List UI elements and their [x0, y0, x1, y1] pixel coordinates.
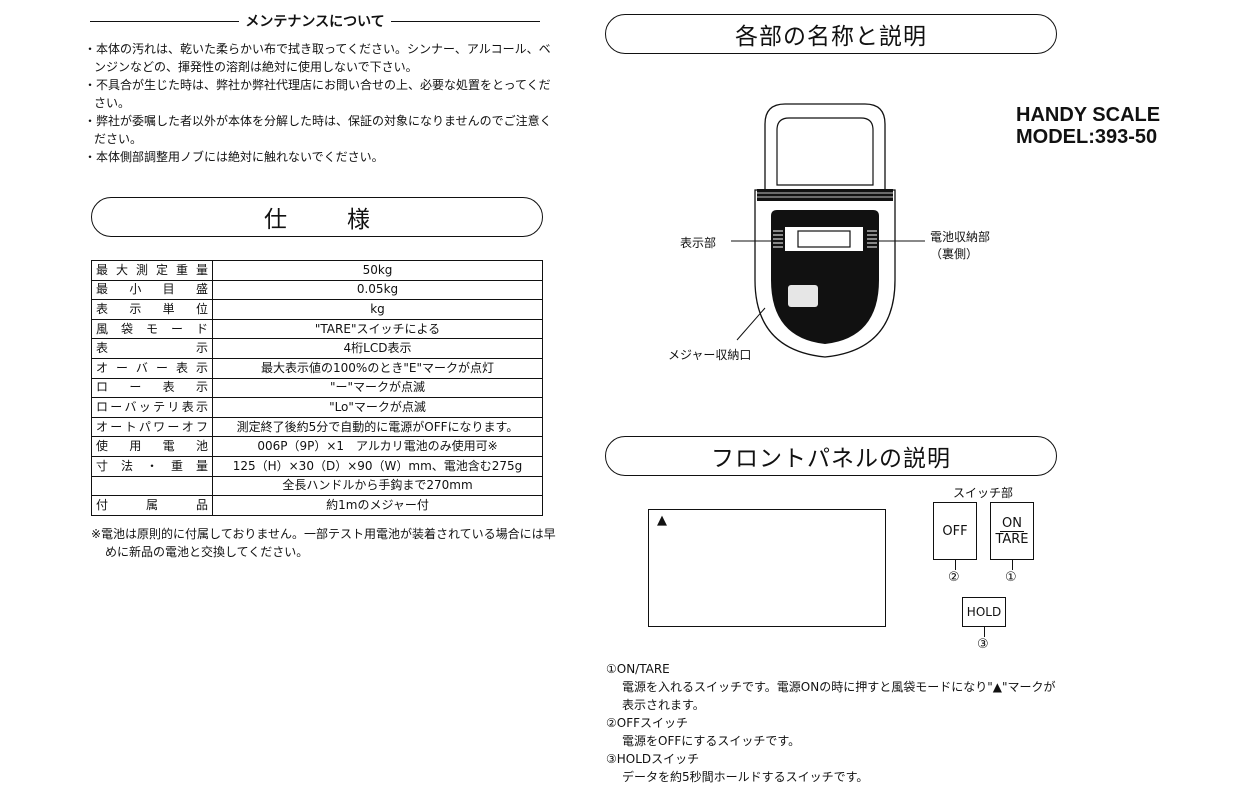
panel-descriptions: ①ON/TARE 電源を入れるスイッチです。電源ONの時に押すと風袋モードになり…: [606, 660, 1206, 786]
spec-key: 使用電池: [91, 436, 213, 457]
maintenance-item: ・本体側部調整用ノブには絶対に触れないでください。: [84, 150, 384, 164]
spec-value: 4桁LCD表示: [212, 338, 543, 359]
scale-diagram: [731, 103, 925, 358]
spec-value: kg: [212, 299, 543, 320]
desc-head-hold: ③HOLDスイッチ: [606, 752, 700, 766]
maintenance-item: ・不具合が生じた時は、弊社か弊社代理店にお問い合せの上、必要な処置をとってくださ…: [84, 78, 551, 110]
model-number: MODEL:393-50: [1016, 126, 1158, 148]
table-row: 風袋モード"TARE"スイッチによる: [91, 318, 543, 340]
spec-key: 付属品: [91, 495, 213, 516]
spec-key: 最小目盛: [91, 279, 213, 301]
maintenance-heading: メンテナンスについて: [90, 10, 540, 32]
spec-title: 仕様: [91, 197, 543, 237]
table-row: オートパワーオフ測定終了後約5分で自動的に電源がOFFになります。: [91, 416, 543, 438]
measure-label: メジャー収納口: [668, 348, 752, 362]
table-row: 付属品約1mのメジャー付: [91, 495, 543, 516]
tare-mark-icon: ▲: [657, 513, 667, 528]
hold-button[interactable]: HOLD: [962, 597, 1006, 627]
spec-value: 006P（9P）×1 アルカリ電池のみ使用可※: [212, 436, 543, 457]
battery-sub-label: （裏側）: [930, 247, 979, 261]
spec-key: ロー表示: [91, 377, 213, 399]
spec-value: 125（H）×30（D）×90（W）mm、電池含む275g: [212, 455, 543, 477]
spec-note: ※電池は原則的に付属しておりません。一部テスト用電池が装着されている場合には早め…: [91, 527, 556, 559]
scale-handle: [764, 103, 886, 190]
off-connector: [955, 560, 956, 570]
heading-rule-right: [390, 20, 540, 22]
on-label: ON: [1000, 515, 1024, 532]
maintenance-item: ・弊社が委嘱した者以外が本体を分解した時は、保証の対象になりませんのでご注意くだ…: [84, 114, 552, 146]
battery-label: 電池収納部: [930, 230, 991, 244]
on-connector: [1012, 560, 1013, 570]
spec-key: 表示単位: [91, 299, 213, 320]
spec-value: 全長ハンドルから手鈎まで270mm: [212, 475, 543, 497]
spec-key: 表示: [91, 338, 213, 359]
spec-key: オーバー表示: [91, 357, 213, 379]
spec-key: 最大測定重量: [91, 260, 213, 281]
model-name: HANDY SCALE: [1016, 104, 1161, 126]
spec-value: "ー"マークが点滅: [212, 377, 543, 399]
spec-value: 最大表示値の100%のとき"E"マークが点灯: [212, 357, 543, 379]
desc-head-on-tare: ①ON/TARE: [606, 662, 670, 676]
spec-value: 50kg: [212, 260, 543, 281]
table-row: 全長ハンドルから手鈎まで270mm: [91, 475, 543, 497]
lcd-display: ▲: [648, 509, 886, 627]
spec-key: [91, 475, 213, 497]
off-label: OFF: [942, 523, 968, 539]
spec-key: 寸法・重量: [91, 455, 213, 477]
spec-value: 測定終了後約5分で自動的に電源がOFFになります。: [212, 416, 543, 438]
off-button[interactable]: OFF: [933, 502, 977, 560]
table-row: オーバー表示最大表示値の100%のとき"E"マークが点灯: [91, 357, 543, 379]
maintenance-title: メンテナンスについて: [245, 14, 385, 30]
table-row: ローバッテリ表示"Lo"マークが点滅: [91, 397, 543, 418]
spec-key: ローバッテリ表示: [91, 397, 213, 418]
desc-body-hold: データを約5秒間ホールドするスイッチです。: [622, 770, 869, 784]
front-button: [788, 285, 818, 307]
handle-grip-hole: [776, 117, 874, 186]
switch-header: スイッチ部: [953, 486, 1014, 500]
spec-value: 約1mのメジャー付: [212, 495, 543, 516]
spec-value: 0.05kg: [212, 279, 543, 301]
tare-label: TARE: [995, 531, 1029, 547]
heading-rule-left: [90, 20, 240, 22]
on-tare-button[interactable]: ON TARE: [990, 502, 1034, 560]
spec-value: "TARE"スイッチによる: [212, 318, 543, 340]
desc-body-on-tare: 電源を入れるスイッチです。電源ONの時に押すと風袋モードになり"▲"マークが表示…: [622, 680, 1056, 712]
maintenance-item: ・本体の汚れは、乾いた柔らかい布で拭き取ってください。シンナー、アルコール、ベン…: [84, 42, 551, 74]
side-ribs: [773, 230, 877, 248]
on-number: ①: [1005, 570, 1017, 585]
model-block: HANDY SCALE MODEL:393-50: [1016, 104, 1160, 148]
panel-title: フロントパネルの説明: [605, 436, 1057, 476]
hold-number: ③: [977, 637, 989, 652]
spec-key: 風袋モード: [91, 318, 213, 340]
scale-band: [757, 189, 893, 201]
hold-connector: [984, 627, 985, 637]
parts-title: 各部の名称と説明: [605, 14, 1057, 54]
hold-label: HOLD: [966, 605, 1002, 619]
spec-key: オートパワーオフ: [91, 416, 213, 438]
desc-head-off: ②OFFスイッチ: [606, 716, 689, 730]
spec-value: "Lo"マークが点滅: [212, 397, 543, 418]
maintenance-list: ・本体の汚れは、乾いた柔らかい布で拭き取ってください。シンナー、アルコール、ベン…: [84, 40, 554, 166]
desc-body-off: 電源をOFFにするスイッチです。: [622, 734, 801, 748]
display-label: 表示部: [680, 236, 717, 250]
table-row: ロー表示"ー"マークが点滅: [91, 377, 543, 399]
off-number: ②: [948, 570, 960, 585]
